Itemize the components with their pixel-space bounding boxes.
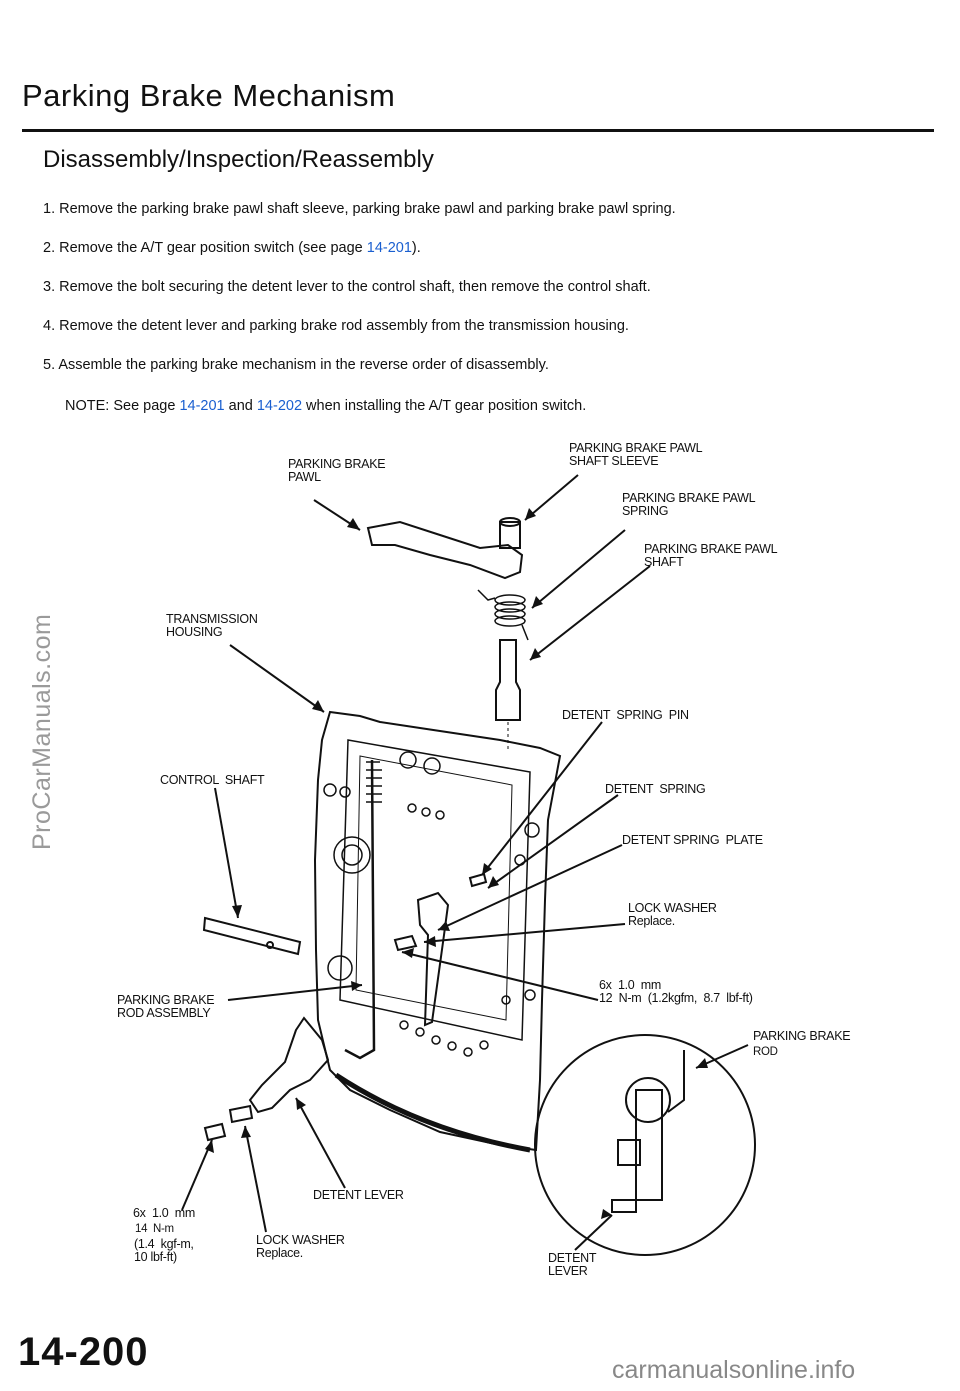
title-divider [22, 129, 934, 132]
label-parking-brake-rod-assembly: PARKING BRAKE ROD ASSEMBLY [117, 993, 215, 1020]
note-link-14-201[interactable]: 14-201 [179, 398, 225, 414]
label-parking-brake-pawl: PARKING BRAKE PAWL [288, 457, 386, 484]
label-detent-spring-plate: DETENT SPRING PLATE [622, 833, 763, 847]
label-transmission-housing: TRANSMISSION HOUSING [166, 612, 258, 639]
label-bolt-spec-1: 6x 1.0 mm 12 N-m (1.2kgfm, 8.7 lbf-ft) [599, 978, 753, 1005]
note: NOTE: See page 14-201 and 14-202 when in… [65, 398, 586, 414]
label-detent-spring-pin: DETENT SPRING PIN [562, 708, 689, 722]
step-1: 1. Remove the parking brake pawl shaft s… [43, 201, 676, 217]
detent-spring [468, 872, 488, 888]
label-parking-brake-rod-2: ROD [753, 1046, 778, 1058]
step-2-text: 2. Remove the A/T gear position switch (… [43, 240, 367, 256]
step-3: 3. Remove the bolt securing the detent l… [43, 279, 651, 295]
detent-spring-plate [416, 891, 450, 1027]
step-2: 2. Remove the A/T gear position switch (… [43, 240, 421, 256]
label-bolt-spec-2-size: 6x 1.0 mm [133, 1206, 195, 1220]
step-4: 4. Remove the detent lever and parking b… [43, 318, 629, 334]
page-title: Parking Brake Mechanism [22, 78, 396, 113]
detail-inset-circle [534, 1034, 756, 1256]
note-and: and [224, 398, 257, 414]
label-bolt-spec-2-torque: 14 N-m [135, 1223, 174, 1235]
label-lock-washer-2: LOCK WASHER Replace. [256, 1233, 345, 1260]
label-pawl-shaft: PARKING BRAKE PAWL SHAFT [644, 542, 778, 569]
footer-site: carmanualsonline.info [612, 1356, 856, 1384]
label-detent-lever-2: DETENT LEVER [548, 1251, 597, 1278]
section-subtitle: Disassembly/Inspection/Reassembly [43, 146, 434, 173]
step-5: 5. Assemble the parking brake mechanism … [43, 357, 549, 373]
label-detent-lever-1: DETENT LEVER [313, 1188, 404, 1202]
page-number: 14-200 [18, 1330, 149, 1374]
pawl-shaft [495, 639, 521, 721]
note-link-14-202[interactable]: 14-202 [256, 398, 303, 414]
parking-brake-pawl [366, 520, 524, 580]
parking-brake-rod [344, 759, 376, 1060]
note-prefix: NOTE: See page [65, 398, 180, 414]
detent-lever [248, 1016, 330, 1114]
label-bolt-spec-2-conv: (1.4 kgf-m, 10 lbf-ft) [134, 1237, 194, 1264]
housing-bottom-edge [334, 1072, 531, 1153]
control-shaft [202, 916, 302, 956]
label-pawl-shaft-sleeve: PARKING BRAKE PAWL SHAFT SLEEVE [569, 441, 703, 468]
label-detent-spring: DETENT SPRING [605, 782, 706, 796]
inset-detent-lever [611, 1050, 685, 1213]
label-control-shaft: CONTROL SHAFT [160, 773, 265, 787]
watermark-procarmanuals: ProCarManuals.com [28, 613, 56, 850]
label-parking-brake-rod: PARKING BRAKE [753, 1029, 851, 1043]
pawl-spring [477, 589, 529, 641]
pawl-shaft-sleeve [499, 521, 521, 549]
label-pawl-spring: PARKING BRAKE PAWL SPRING [622, 491, 756, 518]
note-suffix: when installing the A/T gear position sw… [302, 398, 587, 414]
label-lock-washer-1: LOCK WASHER Replace. [628, 901, 717, 928]
step-2-suffix: ). [411, 240, 421, 256]
page-link-14-201[interactable]: 14-201 [366, 240, 412, 256]
